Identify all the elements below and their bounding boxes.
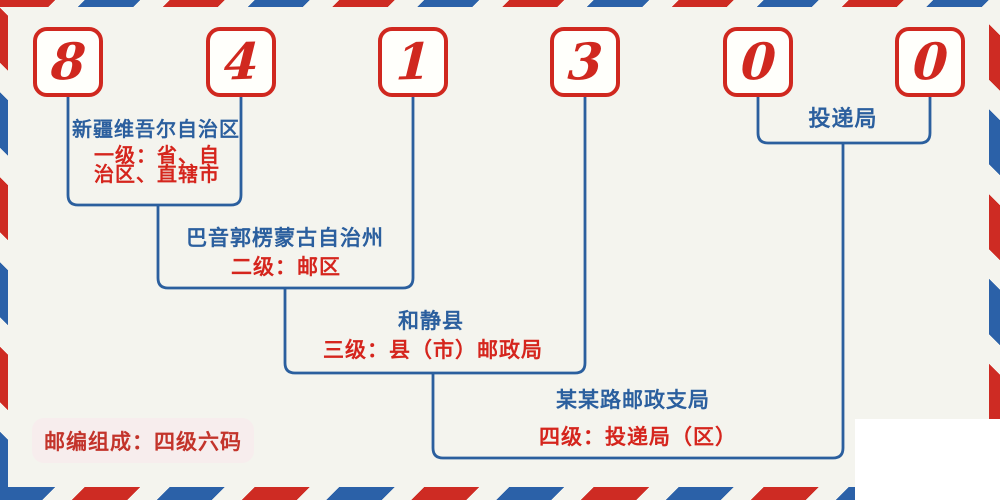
digit-box-4: 3 <box>550 27 620 97</box>
level1-description: 一级：省、自 治区、直辖市 <box>94 145 220 186</box>
postcode-composition-badge: 邮编组成：四级六码 <box>32 418 254 463</box>
postcode-composition-text: 邮编组成：四级六码 <box>44 430 242 454</box>
level4-region-label: 某某路邮政支局 <box>556 389 710 412</box>
level4-bracket <box>431 143 845 460</box>
digit-box-6: 0 <box>895 27 965 97</box>
bottom-right-white-area <box>855 419 1000 500</box>
digit-3: 1 <box>394 31 433 92</box>
digit-6: 0 <box>911 31 950 92</box>
digit-1: 8 <box>49 31 88 92</box>
level4-description: 四级：投递局（区） <box>539 426 737 449</box>
border-stripes-left <box>0 7 8 487</box>
delivery-office-bracket <box>756 97 932 145</box>
level2-description: 二级：邮区 <box>231 256 341 279</box>
level2-region-label: 巴音郭楞蒙古自治州 <box>186 227 384 250</box>
digit-box-1: 8 <box>33 27 103 97</box>
digit-box-2: 4 <box>206 27 276 97</box>
border-stripes-bottom <box>0 487 855 500</box>
level3-description: 三级：县（市）邮政局 <box>323 339 543 362</box>
digit-box-3: 1 <box>378 27 448 97</box>
level3-bracket <box>283 97 587 375</box>
digit-box-5: 0 <box>723 27 793 97</box>
digit-2: 4 <box>222 31 261 92</box>
delivery-office-label: 投递局 <box>808 106 878 131</box>
level1-bracket <box>66 97 243 207</box>
digit-4: 3 <box>566 31 605 92</box>
level3-region-label: 和静县 <box>398 310 464 333</box>
border-stripes-right <box>989 7 1000 419</box>
border-stripes-top <box>0 0 1000 7</box>
level1-region-label: 新疆维吾尔自治区 <box>72 119 240 141</box>
digit-5: 0 <box>739 31 778 92</box>
